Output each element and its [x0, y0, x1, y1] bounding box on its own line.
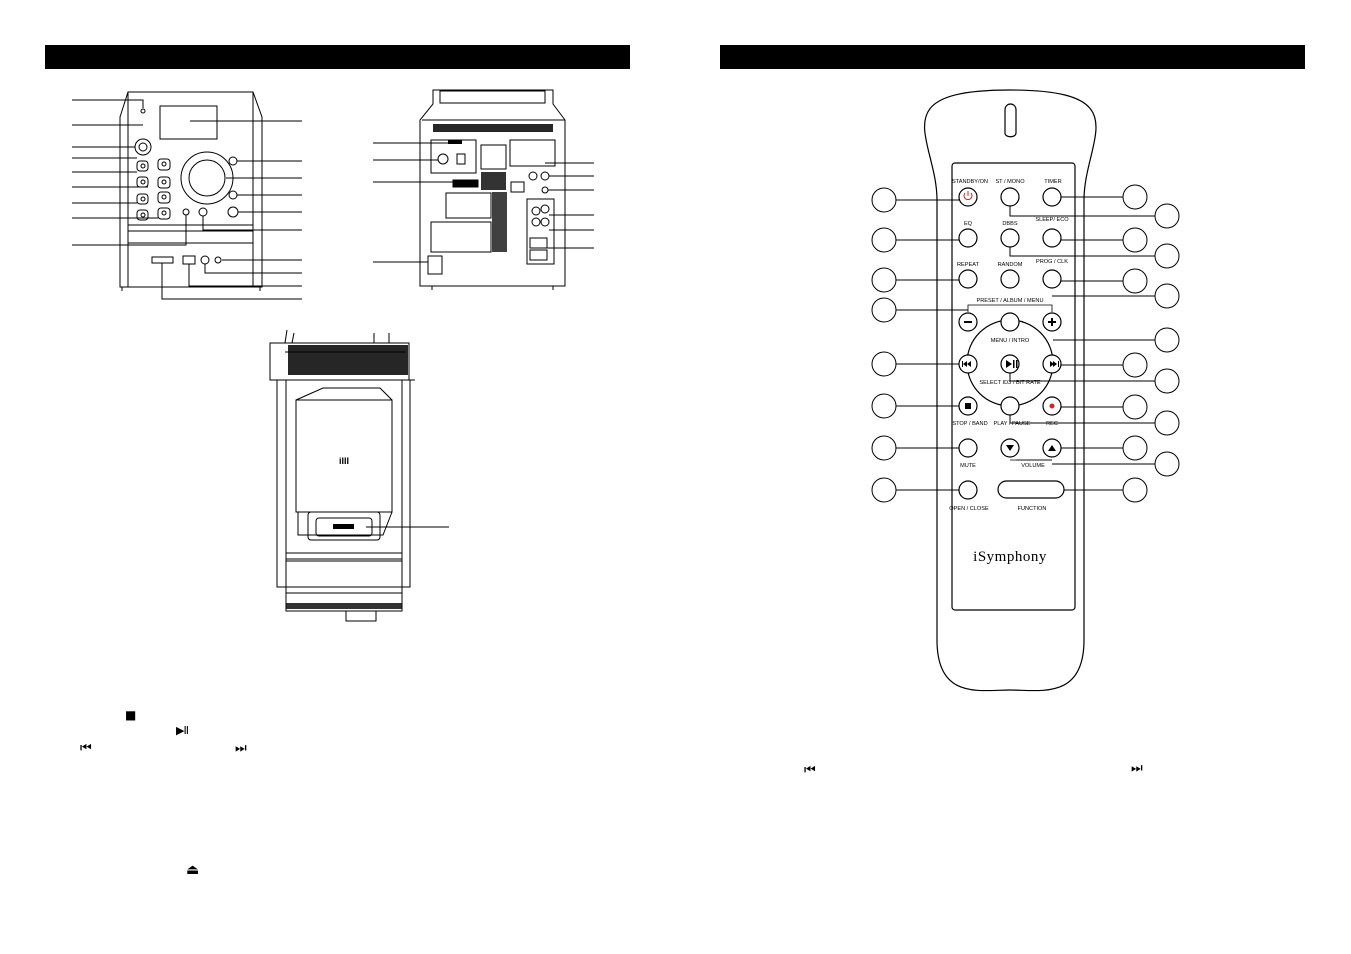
next-track-icon: ⏭ — [235, 741, 247, 756]
left-header-bar — [45, 45, 630, 69]
prog-clk-button[interactable] — [1042, 269, 1062, 289]
label-repeat: REPEAT — [957, 262, 980, 268]
dock-label: iIII — [339, 456, 349, 466]
play-pause-icon: ▶II — [176, 724, 189, 737]
label-menu-intro: MENU / INTRO — [991, 338, 1030, 344]
menu-intro-button[interactable] — [1000, 312, 1020, 332]
remote-brand: iSymphony — [973, 549, 1047, 565]
label-open-close: OPEN / CLOSE — [949, 506, 989, 512]
right-header-bar — [720, 45, 1305, 69]
label-preset-album-menu: PRESET / ALBUM / MENU — [976, 298, 1043, 304]
label-eq: EQ — [964, 221, 973, 227]
previous-track-icon-right: ⏮ — [804, 763, 816, 778]
label-st-mono: ST / MONO — [995, 179, 1025, 185]
eject-icon: ⏏ — [186, 862, 200, 878]
dbbs-button[interactable] — [1000, 228, 1020, 248]
label-volume: VOLUME — [1021, 463, 1045, 469]
timer-button[interactable] — [1042, 187, 1062, 207]
label-mute: MUTE — [960, 463, 976, 469]
st-mono-button[interactable] — [1000, 187, 1020, 207]
random-button[interactable] — [1000, 269, 1020, 289]
previous-track-icon: ⏮ — [80, 741, 92, 756]
standby-button[interactable] — [958, 187, 978, 207]
label-prog-clk: PROG / CLK — [1036, 259, 1068, 265]
label-random: RANDOM — [998, 262, 1023, 268]
play-pause-button[interactable] — [1000, 396, 1020, 416]
mute-button[interactable] — [958, 438, 978, 458]
label-select-id3: SELECT ID3 / BIT RATE — [979, 380, 1041, 386]
next-track-icon-right: ⏭ — [1131, 761, 1143, 776]
label-rec: REC — [1046, 421, 1058, 427]
label-dbbs: DBBS — [1002, 221, 1018, 227]
label-standby: STANDBY/ON — [952, 179, 988, 185]
repeat-button[interactable] — [958, 269, 978, 289]
label-sleep-eco: SLEEP/ ECO — [1035, 217, 1069, 223]
sleep-eco-button[interactable] — [1042, 228, 1062, 248]
label-stop-band: STOP / BAND — [952, 421, 987, 427]
eq-button[interactable] — [958, 228, 978, 248]
stop-icon: ■ — [125, 708, 137, 722]
open-close-button[interactable] — [958, 480, 978, 500]
label-play-pause: PLAY / PAUSE — [994, 421, 1031, 427]
label-timer: TIMER — [1044, 179, 1061, 185]
label-function: FUNCTION — [1018, 506, 1047, 512]
function-button[interactable] — [997, 480, 1065, 499]
